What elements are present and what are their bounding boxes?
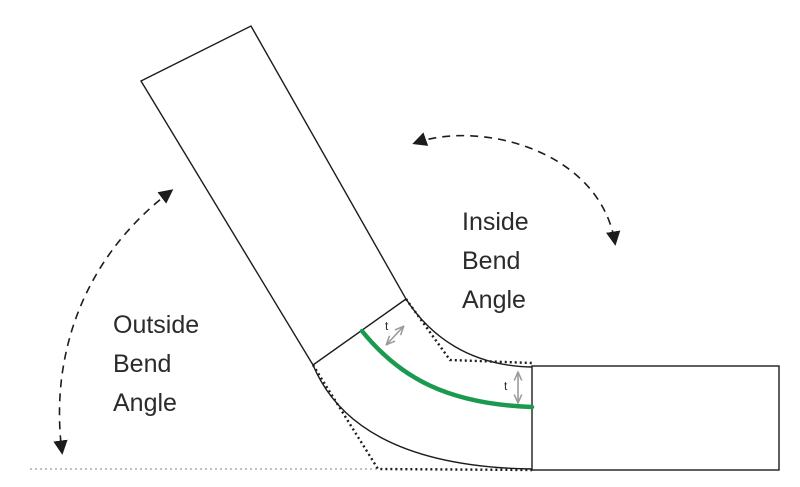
thickness-label: t <box>504 379 508 393</box>
inside-mold-line <box>405 298 533 365</box>
outside-mold-line <box>311 364 533 472</box>
flat-flange <box>531 365 780 471</box>
outside-bend-angle-label: Outside Bend Angle <box>113 311 199 417</box>
thickness-label-diagonal: t <box>385 319 389 333</box>
double-arrow-icon <box>387 327 403 344</box>
svg-text:Angle: Angle <box>462 286 526 314</box>
svg-text:Angle: Angle <box>113 389 177 417</box>
inside-bend-angle-label: Inside Bend Angle <box>462 208 529 314</box>
svg-text:Outside: Outside <box>113 311 199 339</box>
svg-text:Bend: Bend <box>113 350 171 378</box>
neutral-axis-line <box>359 328 535 410</box>
bend-outer-arc <box>312 364 533 470</box>
svg-text:Bend: Bend <box>462 247 520 275</box>
curved-dashed-arrow-icon <box>412 132 621 246</box>
curved-dashed-arrow-icon <box>53 189 174 455</box>
svg-text:Inside: Inside <box>462 208 529 236</box>
